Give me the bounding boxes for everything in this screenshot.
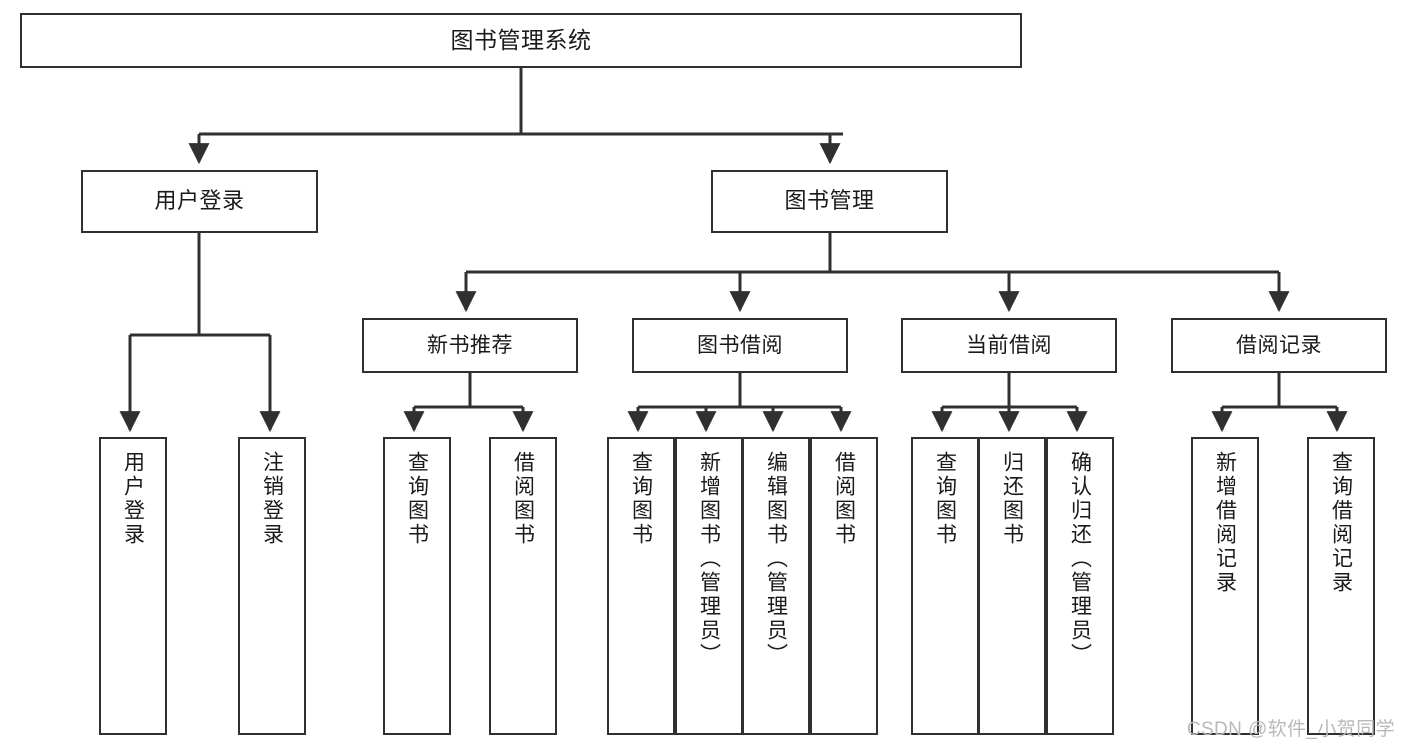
node-label: 图书管理系统	[450, 26, 592, 53]
node-label: 查询图书	[405, 451, 429, 547]
node-root-system[interactable]: 图书管理系统	[20, 13, 1022, 68]
watermark-text: CSDN @软件_小贺同学	[1186, 719, 1395, 740]
leaf-query-books-borrow[interactable]: 查询图书	[607, 437, 675, 735]
node-label: 图书借阅	[697, 333, 783, 357]
node-label: 图书管理	[784, 188, 875, 214]
node-label: 借阅图书	[511, 451, 535, 547]
leaf-confirm-return-admin[interactable]: 确认归还（管理员）	[1046, 437, 1114, 735]
leaf-borrow-books-recommend[interactable]: 借阅图书	[489, 437, 557, 735]
node-label: 当前借阅	[966, 333, 1052, 357]
node-label: 新增图书（管理员）	[697, 451, 721, 667]
node-borrow-records[interactable]: 借阅记录	[1171, 318, 1387, 373]
node-current-borrow[interactable]: 当前借阅	[901, 318, 1117, 373]
node-label: 借阅记录	[1236, 333, 1322, 357]
node-label: 用户登录	[121, 451, 145, 547]
node-book-borrow[interactable]: 图书借阅	[632, 318, 848, 373]
node-label: 查询图书	[629, 451, 653, 547]
leaf-edit-book-admin[interactable]: 编辑图书（管理员）	[742, 437, 810, 735]
node-label: 确认归还（管理员）	[1068, 451, 1092, 667]
node-new-book-recommend[interactable]: 新书推荐	[362, 318, 578, 373]
node-label: 注销登录	[260, 451, 284, 547]
leaf-user-logout[interactable]: 注销登录	[238, 437, 306, 735]
leaf-query-books-current[interactable]: 查询图书	[911, 437, 979, 735]
node-label: 编辑图书（管理员）	[764, 451, 788, 667]
node-label: 借阅图书	[832, 451, 856, 547]
node-label: 归还图书	[1000, 451, 1024, 547]
node-label: 新书推荐	[427, 333, 513, 357]
leaf-user-login[interactable]: 用户登录	[99, 437, 167, 735]
leaf-borrow-books[interactable]: 借阅图书	[810, 437, 878, 735]
leaf-query-books-recommend[interactable]: 查询图书	[383, 437, 451, 735]
leaf-return-books[interactable]: 归还图书	[978, 437, 1046, 735]
leaf-query-borrow-record[interactable]: 查询借阅记录	[1307, 437, 1375, 735]
node-user-login-module[interactable]: 用户登录	[81, 170, 318, 233]
node-label: 查询图书	[933, 451, 957, 547]
leaf-add-borrow-record[interactable]: 新增借阅记录	[1191, 437, 1259, 735]
leaf-add-book-admin[interactable]: 新增图书（管理员）	[675, 437, 743, 735]
node-label: 用户登录	[154, 188, 245, 214]
node-label: 新增借阅记录	[1213, 451, 1237, 595]
node-label: 查询借阅记录	[1329, 451, 1353, 595]
node-book-management-module[interactable]: 图书管理	[711, 170, 948, 233]
